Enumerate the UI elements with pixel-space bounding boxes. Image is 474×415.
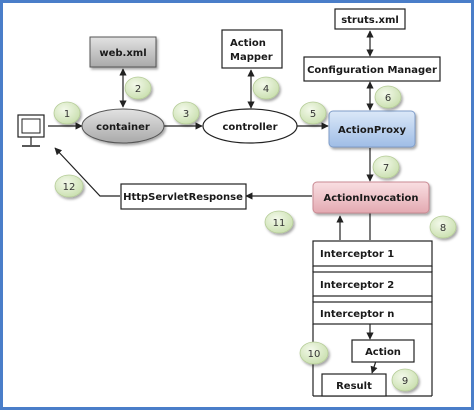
interceptor-stack: Interceptor 1 Interceptor 2 Interceptor … xyxy=(312,240,433,397)
step-badge-3: 3 xyxy=(172,101,200,125)
arrow-action-to-result xyxy=(370,360,378,374)
step-number-5: 5 xyxy=(310,109,316,120)
action-proxy-node: ActionProxy xyxy=(328,110,416,148)
step-badge-8: 8 xyxy=(429,215,457,239)
step-number-9: 9 xyxy=(402,376,408,387)
step-badge-11: 11 xyxy=(264,210,294,234)
step-number-12: 12 xyxy=(63,182,76,193)
step-badge-9: 9 xyxy=(391,368,419,392)
step-number-4: 4 xyxy=(263,84,269,95)
interceptor-2-box xyxy=(312,271,433,297)
step-number-8: 8 xyxy=(440,223,446,234)
result-node: Result xyxy=(321,373,387,397)
web-xml-label: web.xml xyxy=(99,48,146,59)
step-badge-5: 5 xyxy=(299,101,327,125)
interceptor-n-label: Interceptor n xyxy=(320,309,394,320)
action-mapper-label-line2: Mapper xyxy=(230,52,273,63)
step-number-1: 1 xyxy=(64,109,70,120)
controller-node: controller xyxy=(202,108,298,144)
container-label: container xyxy=(96,122,150,133)
interceptor-n-box xyxy=(312,301,433,325)
step-number-2: 2 xyxy=(135,84,141,95)
interceptor-1-box xyxy=(312,240,433,267)
controller-label: controller xyxy=(222,122,277,133)
container-node: container xyxy=(81,108,165,144)
step-badge-2: 2 xyxy=(124,76,152,100)
step-number-11: 11 xyxy=(273,218,286,229)
action-mapper-node: Action Mapper xyxy=(221,29,283,69)
action-label: Action xyxy=(365,347,401,358)
interceptor-1-label: Interceptor 1 xyxy=(320,249,394,260)
step-badge-7: 7 xyxy=(372,155,400,179)
action-invocation-node: ActionInvocation xyxy=(312,181,430,214)
step-number-6: 6 xyxy=(385,93,391,104)
action-mapper-label-line1: Action xyxy=(230,38,266,49)
step-badge-10: 10 xyxy=(299,341,329,365)
result-label: Result xyxy=(336,381,372,392)
action-invocation-label: ActionInvocation xyxy=(324,193,419,204)
connectors xyxy=(48,30,378,374)
step-badge-1: 1 xyxy=(53,101,81,125)
struts-xml-label: struts.xml xyxy=(341,15,399,26)
monitor-icon xyxy=(17,114,45,147)
configuration-manager-node: Configuration Manager xyxy=(303,56,441,82)
action-node: Action xyxy=(351,339,415,363)
interceptor-2-label: Interceptor 2 xyxy=(320,280,394,291)
step-badge-6: 6 xyxy=(374,85,402,109)
arrow-response-to-client xyxy=(54,147,120,197)
http-servlet-response-label: HttpServletResponse xyxy=(123,192,243,203)
action-proxy-label: ActionProxy xyxy=(338,125,406,136)
web-xml-node: web.xml xyxy=(89,36,157,68)
step-number-3: 3 xyxy=(183,109,189,120)
step-number-10: 10 xyxy=(308,349,321,360)
step-badges: 1 2 3 4 5 6 7 8 9 10 11 12 xyxy=(53,76,457,392)
struts-xml-node: struts.xml xyxy=(334,8,406,30)
step-number-7: 7 xyxy=(383,163,389,174)
step-badge-4: 4 xyxy=(252,76,280,100)
http-servlet-response-node: HttpServletResponse xyxy=(120,183,247,210)
configuration-manager-label: Configuration Manager xyxy=(307,65,437,76)
step-badge-12: 12 xyxy=(54,174,84,198)
